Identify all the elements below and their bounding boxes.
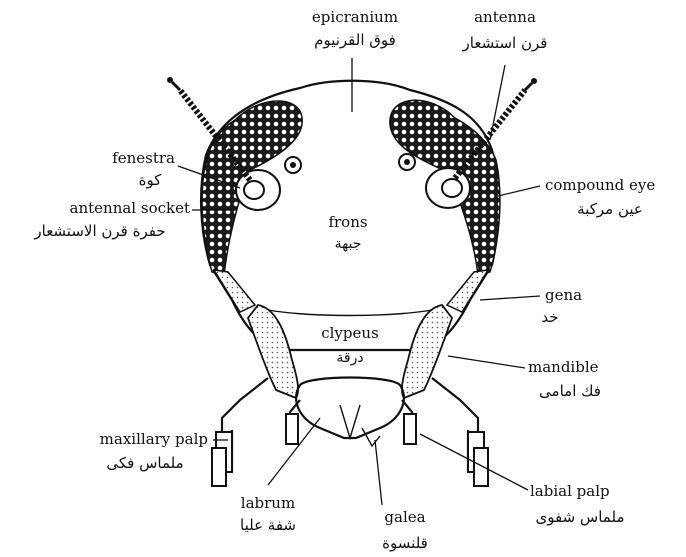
label-gena: gena خد [541,286,582,326]
fenestra-right [399,154,415,170]
svg-text:ملماس شفوى: ملماس شفوى [536,508,625,526]
svg-text:عين مركبة: عين مركبة [577,200,643,218]
svg-text:maxillary palp: maxillary palp [100,430,208,448]
svg-text:كوة: كوة [139,171,163,189]
mandible-right [402,305,452,398]
svg-text:labial palp: labial palp [530,482,610,500]
svg-text:epicranium: epicranium [312,8,398,26]
mandible-left [248,305,298,398]
svg-text:mandible: mandible [528,358,599,376]
svg-text:فوق القرنيوم: فوق القرنيوم [314,31,396,49]
fenestra-left [285,157,301,173]
maxillary-palp-left [212,378,268,486]
svg-text:antenna: antenna [474,8,536,26]
label-antennal-socket: antennal socket حفرة قرن الاستشعار [33,199,190,240]
svg-text:جبهة: جبهة [335,236,362,252]
maxillary-palp-right [432,378,488,486]
antennal-socket-right [426,168,470,208]
label-maxillary-palp: maxillary palp ملماس فكى [100,430,208,472]
svg-text:fenestra: fenestra [112,149,175,167]
label-compound-eye: compound eye عين مركبة [545,176,655,218]
svg-text:frons: frons [328,213,367,231]
svg-text:قرن استشعار: قرن استشعار [462,34,548,52]
svg-text:ملماس فكى: ملماس فكى [106,454,183,472]
label-antenna: antenna قرن استشعار [462,8,548,52]
label-epicranium: epicranium فوق القرنيوم [312,8,398,49]
svg-text:درقة: درقة [336,350,363,366]
svg-text:antennal socket: antennal socket [70,199,190,217]
svg-text:gena: gena [545,286,582,304]
svg-text:خد: خد [541,308,558,326]
label-fenestra: fenestra كوة [112,149,175,189]
label-clypeus: clypeus درقة [321,324,379,366]
svg-text:galea: galea [384,508,425,526]
svg-text:شفة عليا: شفة عليا [240,516,296,534]
svg-text:compound eye: compound eye [545,176,655,194]
label-mandible: mandible فك امامى [528,358,601,400]
svg-text:labrum: labrum [241,494,295,512]
label-labial-palp: labial palp ملماس شفوى [530,482,624,526]
label-labrum: labrum شفة عليا [240,494,296,534]
antennal-socket-left [236,170,280,210]
labial-palp-right [402,400,416,444]
svg-text:قلنسوة: قلنسوة [382,534,428,552]
svg-text:حفرة قرن الاستشعار: حفرة قرن الاستشعار [33,222,165,240]
label-galea: galea قلنسوة [382,508,428,552]
svg-text:clypeus: clypeus [321,324,379,342]
svg-text:فك امامى: فك امامى [539,382,601,400]
label-frons: frons جبهة [328,213,367,252]
